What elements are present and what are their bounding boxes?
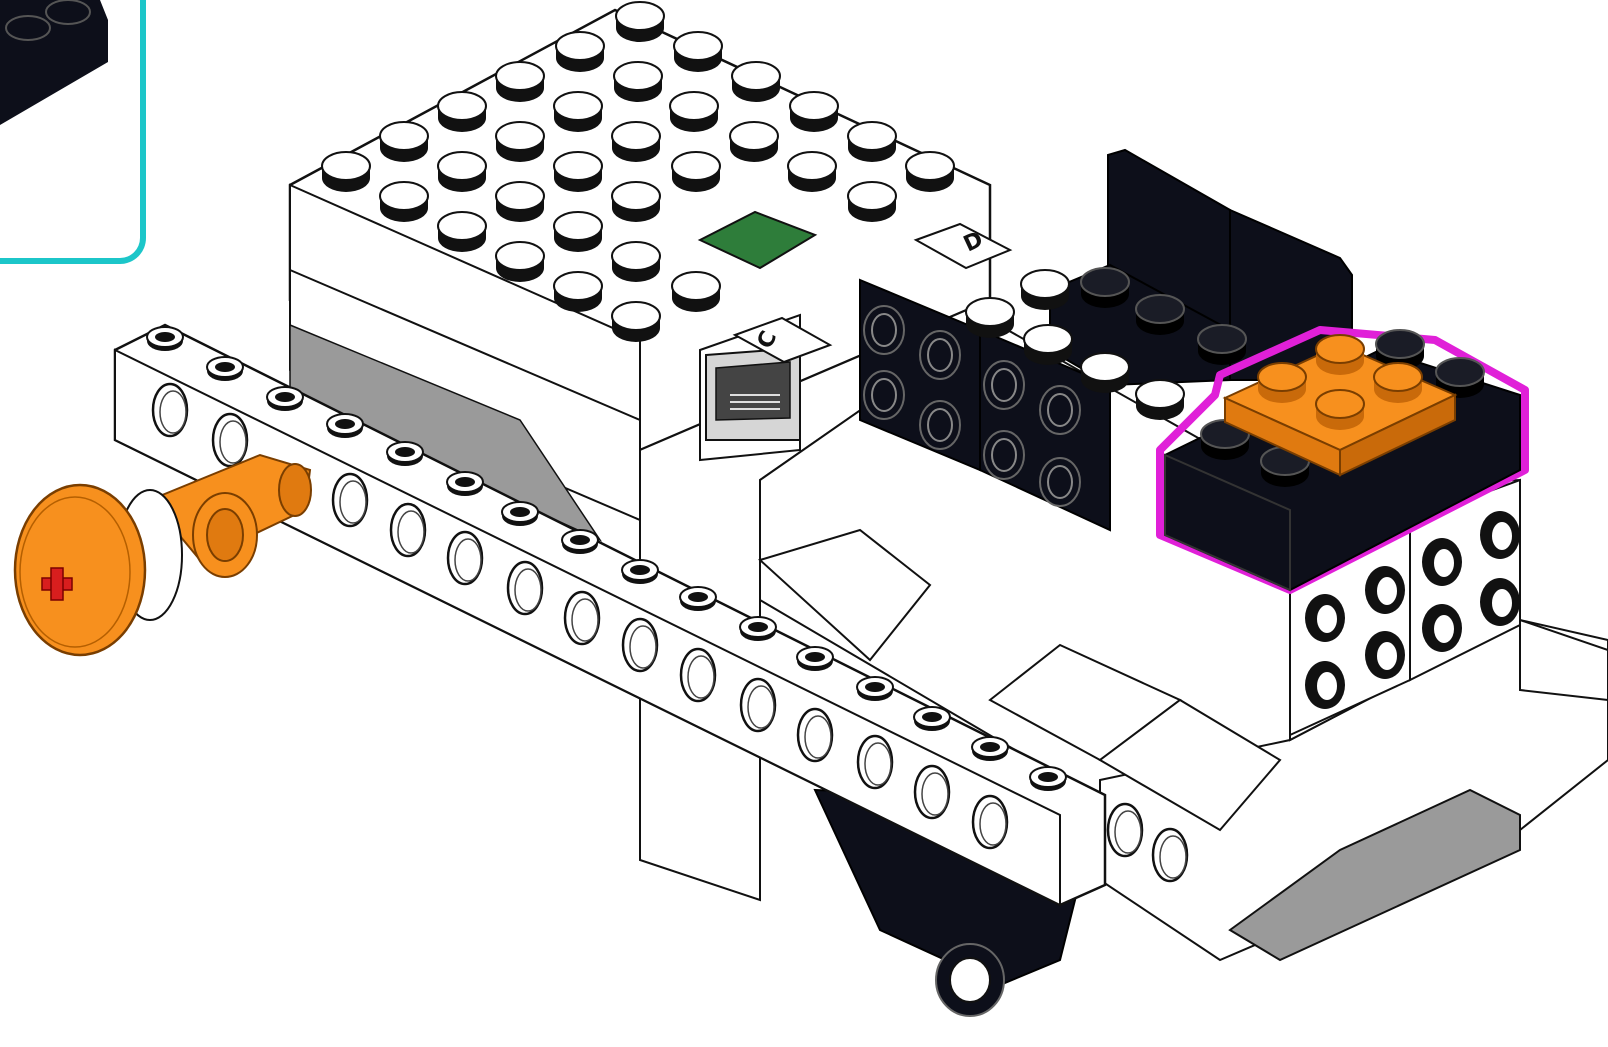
orange-connector-and-wheel (15, 455, 311, 655)
callout-part-preview (0, 0, 108, 125)
